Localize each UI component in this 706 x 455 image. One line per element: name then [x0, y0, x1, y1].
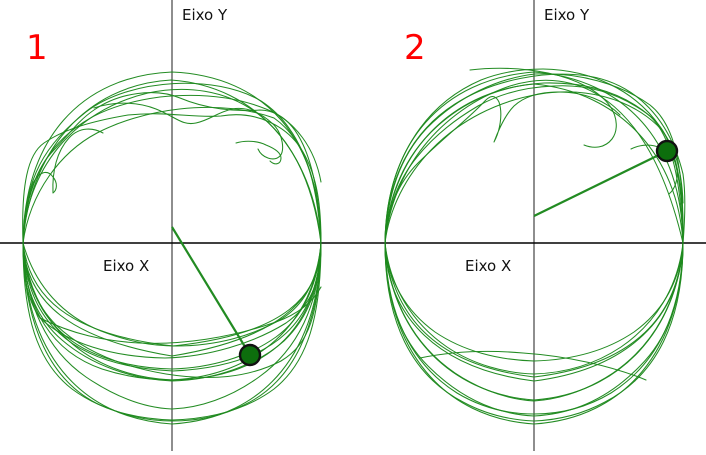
y-axis-label: Eixo Y: [182, 6, 228, 24]
panel-1: 1 Eixo Y Eixo X: [0, 0, 356, 451]
pendulum-trace: [235, 140, 282, 165]
pendulum-trace: [384, 242, 684, 422]
x-axis-label: Eixo X: [465, 257, 511, 275]
pendulum-trace: [22, 242, 322, 370]
pendulum-trace: [469, 67, 617, 148]
y-axis-label: Eixo Y: [544, 6, 590, 24]
pendulum-bob-icon: [238, 343, 262, 367]
pendulum-trace: [22, 94, 322, 244]
pendulum-trace: [22, 242, 322, 421]
pendulum-trace: [22, 242, 322, 422]
pendulum-trace: [384, 242, 684, 402]
pendulum-trace: [384, 85, 684, 244]
pendulum-trace: [22, 88, 322, 357]
panel-number-label: 2: [404, 28, 426, 68]
pendulum-trace: [39, 286, 322, 344]
pendulum-trace: [384, 91, 621, 244]
panel-2: 2 Eixo Y Eixo X: [356, 0, 706, 451]
pendulum-trace: [22, 113, 322, 359]
pendulum-trace: [384, 73, 686, 244]
pendulum-trace: [22, 242, 322, 347]
panel-number-label: 1: [26, 28, 48, 68]
pendulum-trace: [384, 242, 684, 415]
x-axis-label: Eixo X: [103, 257, 149, 275]
pendulum-trace: [384, 242, 684, 375]
pendulum-trace: [384, 73, 684, 382]
pendulum-bob-icon: [655, 139, 679, 163]
pendulum-rod: [171, 226, 251, 356]
pendulum-rod: [533, 150, 668, 217]
pendulum-trace: [22, 242, 322, 410]
pendulum-trace: [419, 350, 647, 381]
pendulum-trace: [93, 102, 284, 160]
pendulum-trace: [384, 242, 684, 362]
